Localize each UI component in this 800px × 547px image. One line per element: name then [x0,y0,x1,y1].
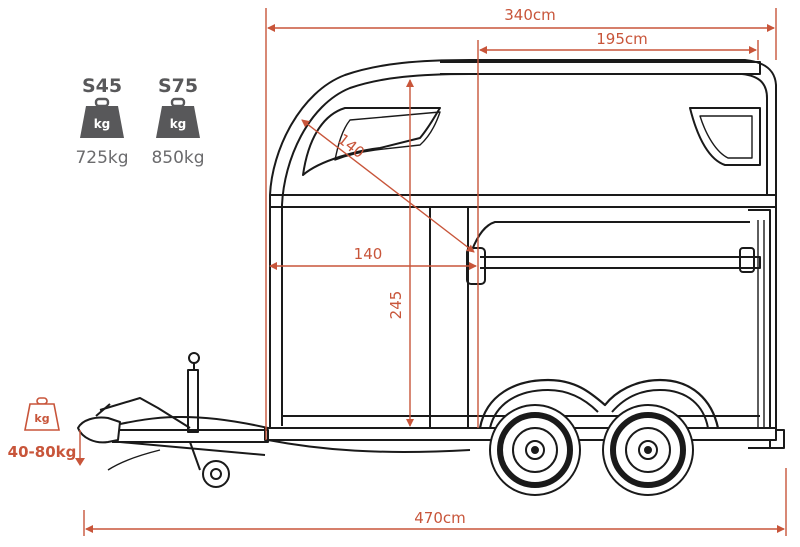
trailer-wheels [489,404,694,496]
weight-icon [156,97,200,138]
dimension-lines [75,8,787,536]
dimension-total-width: 340cm [504,6,556,24]
weight-icon [24,397,60,431]
dimension-height: 245 [387,291,405,320]
weight-unit-label: kg [94,117,111,131]
weight-value: 850kg [151,148,204,168]
weight-icon [80,97,124,138]
weight-badge-s75: S75 kg 850kg [151,75,204,168]
dimension-horizontal: 140 [354,245,383,263]
nose-load-value: 40-80kg [8,443,77,461]
nose-load-badge: kg 40-80kg [8,397,77,461]
dimension-total-length: 470cm [414,509,466,527]
weight-model-label: S75 [158,75,198,97]
weight-model-label: S45 [82,75,122,97]
weight-value: 725kg [75,148,128,168]
weight-unit-label: kg [34,412,49,425]
weight-unit-label: kg [170,117,187,131]
weight-badge-s45: S45 kg 725kg [75,75,128,168]
dimension-interior-width: 195cm [596,30,648,48]
